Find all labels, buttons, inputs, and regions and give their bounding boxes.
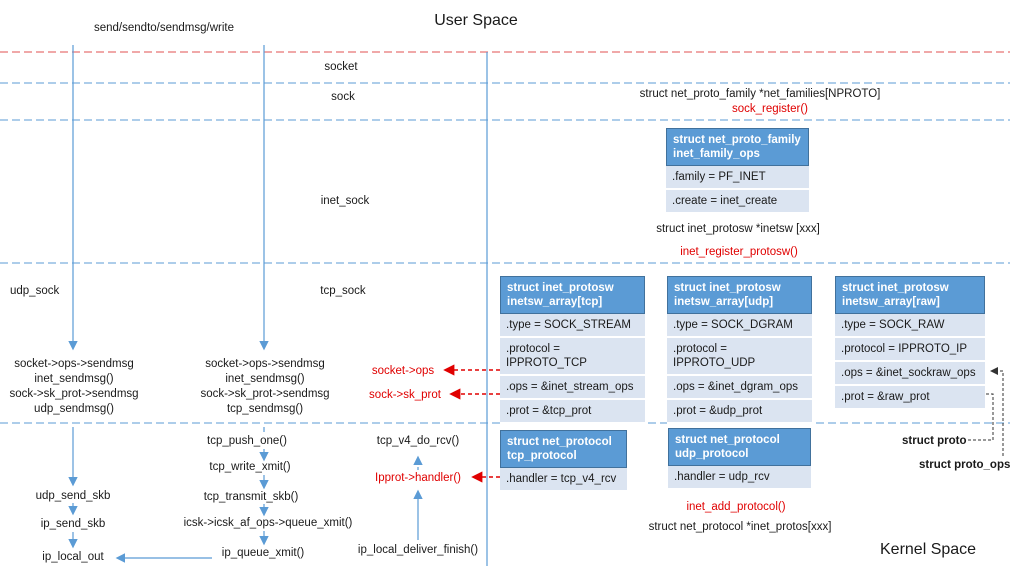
inet-register-protosw-call: inet_register_protosw() <box>680 246 798 258</box>
box-header-line: struct net_protocol <box>507 436 612 448</box>
box-row: .prot = &raw_prot <box>835 386 985 410</box>
sock-register-call: sock_register() <box>731 103 809 115</box>
box-row: .protocol = IPPROTO_UDP <box>667 338 812 376</box>
box-header-line: struct net_protocol <box>675 434 780 446</box>
tcp-out-1: tcp_push_one() <box>207 435 287 447</box>
udp-chain-4: udp_sendmsg() <box>34 403 114 415</box>
box-row: .type = SOCK_RAW <box>835 314 985 338</box>
box-row: .protocol = IPPROTO_IP <box>835 338 985 362</box>
layer-label-udp-sock: udp_sock <box>10 285 60 297</box>
inetsw-raw-box: struct inet_protosw inetsw_array[raw] .t… <box>835 276 985 410</box>
tcp-out-2: tcp_write_xmit() <box>209 461 291 473</box>
struct-proto-ops-label: struct proto_ops <box>919 459 1010 471</box>
box-row: .type = SOCK_DGRAM <box>667 314 812 338</box>
inetsw-udp-box: struct inet_protosw inetsw_array[udp] .t… <box>667 276 812 424</box>
udp-protocol-box: struct net_protocol udp_protocol .handle… <box>668 428 811 490</box>
inetsw-tcp-box: struct inet_protosw inetsw_array[tcp] .t… <box>500 276 645 424</box>
handler-label: Ipprot->handler() <box>375 472 461 484</box>
box-header-line: inet_family_ops <box>673 148 760 160</box>
udp-chain-1: socket->ops->sendmsg <box>14 358 134 370</box>
inet-family-ops-box: struct net_proto_family inet_family_ops … <box>666 128 809 214</box>
box-row: .ops = &inet_dgram_ops <box>667 376 812 400</box>
box-header: struct net_protocol udp_protocol <box>668 428 811 466</box>
box-header-line: struct inet_protosw <box>842 282 949 294</box>
inetsw-decl: struct inet_protosw *inetsw [xxx] <box>656 223 820 235</box>
net-families-decl: struct net_proto_family *net_families[NP… <box>639 88 881 100</box>
box-row: .ops = &inet_stream_ops <box>500 376 645 400</box>
layer-label-socket: socket <box>324 61 358 73</box>
box-header: struct inet_protosw inetsw_array[udp] <box>667 276 812 314</box>
box-row: .family = PF_INET <box>666 166 809 190</box>
inet-add-protocol-call: inet_add_protocol() <box>686 501 786 513</box>
box-header-line: udp_protocol <box>675 448 749 460</box>
box-header-line: struct inet_protosw <box>507 282 614 294</box>
inet-protos-decl: struct net_protocol *inet_protos[xxx] <box>648 521 832 533</box>
box-header-line: struct inet_protosw <box>674 282 781 294</box>
box-row: .create = inet_create <box>666 190 809 214</box>
box-header-line: tcp_protocol <box>507 450 577 462</box>
box-header: struct net_proto_family inet_family_ops <box>666 128 809 166</box>
tcp-chain-2: inet_sendmsg() <box>225 373 305 385</box>
box-header-line: inetsw_array[udp] <box>674 296 774 308</box>
layer-label-sock: sock <box>331 91 355 103</box>
box-row: .prot = &tcp_prot <box>500 400 645 424</box>
box-row: .protocol = IPPROTO_TCP <box>500 338 645 376</box>
kernel-space-label: Kernel Space <box>880 541 977 558</box>
box-header: struct net_protocol tcp_protocol <box>500 430 627 468</box>
udp-out-3: ip_local_out <box>42 551 104 563</box>
proto-ops-legend-line <box>990 367 1004 456</box>
udp-out-1: udp_send_skb <box>35 490 111 502</box>
box-header: struct inet_protosw inetsw_array[tcp] <box>500 276 645 314</box>
syscall-label: send/sendto/sendmsg/write <box>94 22 234 34</box>
rcv-bottom: ip_local_deliver_finish() <box>357 544 479 556</box>
box-header: struct inet_protosw inetsw_array[raw] <box>835 276 985 314</box>
layer-label-tcp-sock: tcp_sock <box>320 285 366 297</box>
tcp-chain-1: socket->ops->sendmsg <box>205 358 325 370</box>
udp-out-2: ip_send_skb <box>40 518 106 530</box>
box-row: .handler = tcp_v4_rcv <box>500 468 627 492</box>
rcv-top: tcp_v4_do_rcv() <box>376 435 460 447</box>
tcp-out-4: icsk->icsk_af_ops->queue_xmit() <box>183 517 353 529</box>
sk-prot-label: sock->sk_prot <box>369 389 441 401</box>
user-space-label: User Space <box>434 12 518 29</box>
box-header-line: inetsw_array[tcp] <box>507 296 603 308</box>
box-row: .handler = udp_rcv <box>668 466 811 490</box>
tcp-chain-3: sock->sk_prot->sendmsg <box>200 388 330 400</box>
tcp-out-5: ip_queue_xmit() <box>221 547 305 559</box>
struct-proto-label: struct proto <box>902 435 967 447</box>
box-header-line: struct net_proto_family <box>673 134 801 146</box>
box-row: .type = SOCK_STREAM <box>500 314 645 338</box>
socket-ops-label: socket->ops <box>371 365 435 377</box>
udp-chain-3: sock->sk_prot->sendmsg <box>9 388 139 400</box>
box-row: .ops = &inet_sockraw_ops <box>835 362 985 386</box>
box-header-line: inetsw_array[raw] <box>842 296 940 308</box>
udp-chain-2: inet_sendmsg() <box>34 373 114 385</box>
tcp-out-3: tcp_transmit_skb() <box>203 491 299 503</box>
tcp-protocol-box: struct net_protocol tcp_protocol .handle… <box>500 430 627 492</box>
box-row: .prot = &udp_prot <box>667 400 812 424</box>
layer-label-inet-sock: inet_sock <box>320 195 370 207</box>
tcp-chain-4: tcp_sendmsg() <box>226 403 304 415</box>
